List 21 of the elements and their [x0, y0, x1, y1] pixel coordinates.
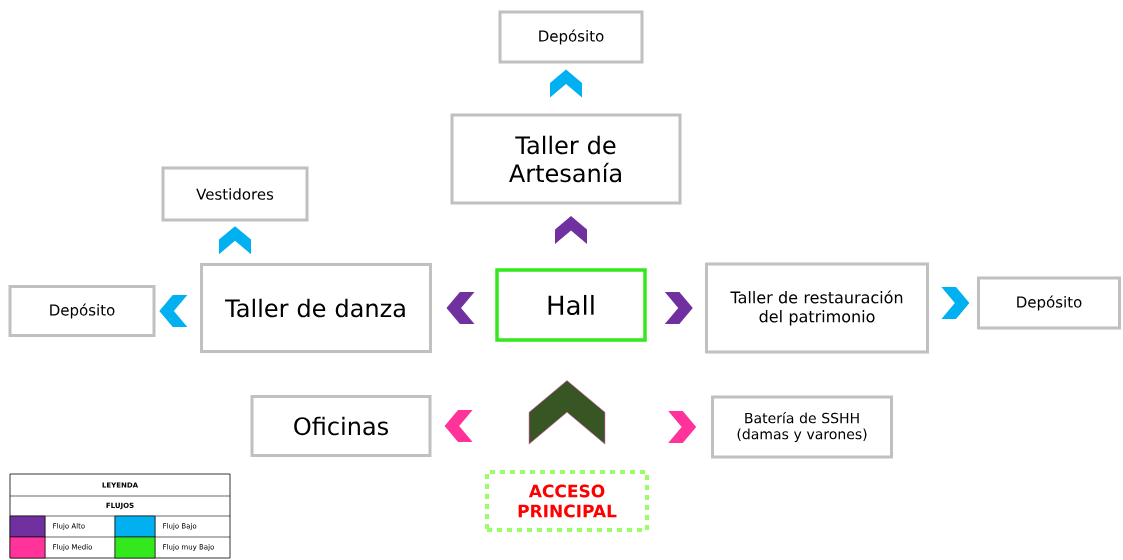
chevron-arrow — [219, 226, 251, 255]
chevron-arrow — [668, 411, 697, 443]
chevron-arrow — [444, 410, 473, 442]
room-box: Hall — [495, 268, 647, 342]
chevron-arrow — [941, 287, 970, 319]
room-box: Depósito — [977, 276, 1121, 330]
room-box: Taller de Artesanía — [450, 113, 682, 205]
chevron-arrow — [550, 69, 582, 98]
entrance-box: ACCESO PRINCIPAL — [485, 470, 649, 532]
chevron-arrow — [528, 380, 606, 445]
chevron-arrow — [159, 295, 188, 327]
room-box: Batería de SSHH (damas y varones) — [711, 395, 893, 459]
room-box: Depósito — [8, 285, 156, 337]
chevron-arrow — [446, 292, 475, 324]
room-box: Taller de restauración del patrimonio — [705, 262, 929, 354]
room-box: Depósito — [498, 10, 644, 64]
room-box: Taller de danza — [200, 263, 432, 353]
room-box: Oficinas — [250, 395, 432, 457]
chevron-arrow — [555, 216, 587, 244]
chevron-arrow — [664, 292, 693, 324]
room-box: Vestidores — [161, 166, 309, 222]
